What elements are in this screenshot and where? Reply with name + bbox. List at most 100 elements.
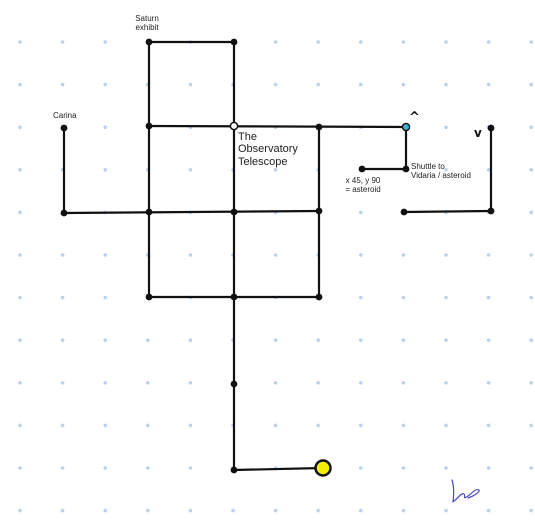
grid-dot [18,466,22,470]
grid-dot [529,210,533,215]
grid-dot [60,40,65,44]
grid-dot [18,125,22,129]
grid-dot [316,82,321,87]
grid-dot [444,253,448,257]
path-node [402,165,410,173]
grid-dot [444,295,448,300]
map-paths [62,40,493,472]
grid-dot [103,381,107,385]
grid-dot [444,168,448,172]
label-saturn-exhibit: Saturn exhibit [135,14,159,33]
label-observatory-telescope: The Observatory Telescope [238,131,298,168]
grid-dot [359,381,363,385]
grid-dot [359,508,363,513]
path-node [145,122,153,130]
grid-dot [359,466,363,470]
grid-dot [18,40,22,44]
grid-dot [103,168,107,172]
grid-dot [444,125,448,129]
grid-dot [273,508,278,513]
grid-dot [444,82,448,87]
grid-dot [60,338,65,343]
down-arrow: v [474,126,482,140]
grid-dot [316,423,321,428]
grid-dot [188,338,193,343]
grid-dot [103,466,107,470]
shuttle-node [401,122,411,132]
grid-dot [359,253,363,257]
grid-dot [444,40,448,44]
grid-dot [316,40,321,44]
grid-dot [188,82,193,87]
grid-dot [231,508,235,513]
grid-dot [60,466,65,470]
path-node [400,208,408,216]
start-node [314,459,332,477]
grid-dot [444,423,448,428]
grid-dot [60,381,65,385]
grid-dot [273,253,278,257]
grid-dot [444,508,448,513]
grid-dot [529,40,533,44]
grid-dot [486,168,491,172]
telescope-node [229,121,239,131]
grid-dot [486,466,491,470]
label-shuttle: Shuttle to Vidaria / asteroid [411,162,471,181]
grid-dot [146,508,150,513]
grid-dot [444,338,448,343]
grid-dot [188,508,193,513]
grid-dot [401,508,406,513]
grid-dot [188,423,193,428]
path-node [145,293,153,301]
path-node [230,466,238,474]
grid-dot [401,82,406,87]
grid-dots [18,40,533,513]
grid-dot [486,508,491,513]
path-segment [402,209,493,214]
path-node [487,124,495,132]
grid-dot [146,381,150,385]
grid-dot [359,423,363,428]
grid-dot [529,82,533,87]
grid-dot [486,295,491,300]
grid-dot [273,168,278,172]
grid-dot [444,466,448,470]
grid-dot [60,423,65,428]
grid-dot [60,295,65,300]
path-segment [62,209,321,215]
grid-dot [316,338,321,343]
grid-dot [486,40,491,44]
grid-dot [529,508,533,513]
path-node [60,209,68,217]
path-node [358,165,366,173]
grid-dot [188,466,193,470]
map-nodes [60,38,495,477]
grid-dot [359,338,363,343]
path-segment [232,466,325,472]
grid-dot [401,338,406,343]
grid-dot [401,40,406,44]
grid-dot [359,210,363,215]
grid-dot [146,338,150,343]
grid-dot [146,423,150,428]
grid-dot [103,508,107,513]
grid-dot [529,466,533,470]
grid-dot [529,423,533,428]
grid-dot [18,295,22,300]
path-node [230,208,238,216]
grid-dot [401,466,406,470]
grid-dot [359,40,363,44]
grid-dot [103,125,107,129]
grid-dot [188,168,193,172]
grid-dot [529,338,533,343]
path-segment [147,124,408,129]
grid-dot [316,508,321,513]
grid-dot [316,381,321,385]
grid-dot [486,423,491,428]
grid-dot [401,253,406,257]
grid-dot [18,168,22,172]
grid-dot [529,253,533,257]
grid-dot [486,381,491,385]
